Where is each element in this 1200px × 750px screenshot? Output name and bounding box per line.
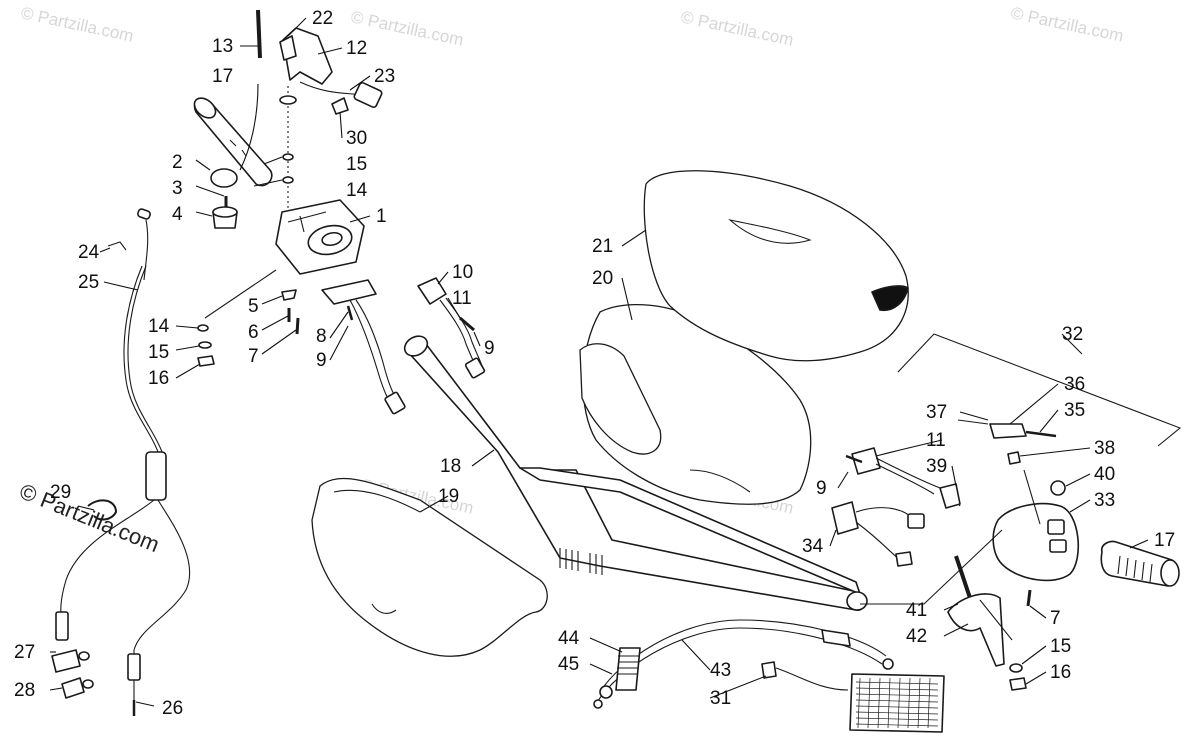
handlebar-pad — [643, 170, 909, 362]
part-label-42: 42 — [906, 626, 927, 647]
plate — [321, 279, 377, 305]
part-label-9c: 9 — [816, 478, 827, 499]
part-label-15b: 15 — [148, 342, 169, 363]
left-hand-guard — [311, 477, 548, 657]
watermark: © Partzilla.com — [679, 7, 795, 49]
throttle-cable — [51, 208, 191, 716]
part-label-37: 37 — [926, 402, 947, 423]
heater-assembly — [593, 619, 945, 733]
knurl — [559, 548, 603, 575]
part-label-13: 13 — [212, 36, 233, 57]
part-label-6: 6 — [248, 322, 259, 343]
cap — [210, 168, 238, 188]
part-label-26: 26 — [162, 698, 183, 719]
part-label-4: 4 — [172, 204, 183, 225]
part-label-17a: 17 — [212, 66, 233, 87]
part-label-25: 25 — [78, 272, 99, 293]
nut-40 — [1050, 480, 1066, 496]
watermark: © Partzilla.com — [19, 3, 135, 45]
part-label-45: 45 — [558, 654, 579, 675]
part-label-19: 19 — [438, 486, 459, 507]
lever-36 — [989, 423, 1027, 439]
part-label-27: 27 — [14, 642, 35, 663]
part-label-22: 22 — [312, 8, 333, 29]
part-label-1: 1 — [376, 206, 387, 227]
part-label-20: 20 — [592, 268, 613, 289]
part-label-9b: 9 — [484, 338, 495, 359]
leader-lines — [49, 17, 1149, 707]
part-label-18: 18 — [440, 456, 461, 477]
cable-junction — [145, 451, 167, 501]
part-label-41: 41 — [906, 600, 927, 621]
part-label-12: 12 — [346, 38, 367, 59]
part-label-24: 24 — [78, 242, 100, 263]
part-label-15c: 15 — [1050, 636, 1071, 657]
watermark-group: © Partzilla.com © Partzilla.com © Partzi… — [19, 3, 1125, 517]
left-switch-assembly — [193, 9, 486, 415]
part-label-3: 3 — [172, 178, 183, 199]
part-label-43: 43 — [710, 660, 731, 681]
part-label-28: 28 — [14, 680, 35, 701]
part-label-16a: 16 — [148, 368, 169, 389]
part-label-17b: 17 — [1154, 530, 1175, 551]
kill-switch — [417, 277, 447, 305]
part-labels: 13 22 12 23 17 30 15 14 2 3 4 1 10 11 5 … — [14, 8, 1175, 719]
watermark: © Partzilla.com — [1009, 3, 1125, 45]
part-label-34: 34 — [802, 536, 824, 557]
part-label-29: 29 — [50, 482, 71, 503]
part-label-11a: 11 — [452, 288, 472, 309]
part-label-39: 39 — [926, 456, 947, 477]
part-label-8: 8 — [316, 326, 327, 347]
connector — [353, 81, 383, 109]
part-label-7a: 7 — [248, 346, 259, 367]
part-label-11b: 11 — [926, 430, 946, 451]
part-label-10: 10 — [452, 262, 473, 283]
part-label-9a: 9 — [316, 350, 327, 371]
part-label-14a: 14 — [346, 180, 368, 201]
part-label-30: 30 — [346, 128, 367, 149]
right-switch-assembly — [831, 333, 1182, 691]
part-label-5: 5 — [248, 296, 259, 317]
part-label-33: 33 — [1094, 490, 1115, 511]
part-label-44: 44 — [558, 628, 580, 649]
clip — [279, 35, 297, 61]
part-label-7b: 7 — [1050, 608, 1061, 629]
part-label-38: 38 — [1094, 438, 1115, 459]
clip-30 — [331, 97, 349, 115]
part-label-32: 32 — [1062, 324, 1083, 345]
switch-11 — [851, 447, 881, 475]
part-label-14b: 14 — [148, 316, 170, 337]
part-label-36: 36 — [1064, 374, 1085, 395]
part-label-2: 2 — [172, 152, 183, 173]
part-label-21: 21 — [592, 236, 613, 257]
part-label-31: 31 — [710, 688, 731, 709]
part-label-15a: 15 — [346, 154, 367, 175]
throttle-bracket — [282, 27, 333, 85]
connector-34 — [831, 501, 859, 535]
part-label-35: 35 — [1064, 400, 1085, 421]
part-label-23: 23 — [374, 66, 395, 87]
cable-adjuster — [615, 647, 641, 691]
handlebar — [403, 335, 868, 611]
part-label-16b: 16 — [1050, 662, 1071, 683]
part-label-40: 40 — [1094, 464, 1115, 485]
